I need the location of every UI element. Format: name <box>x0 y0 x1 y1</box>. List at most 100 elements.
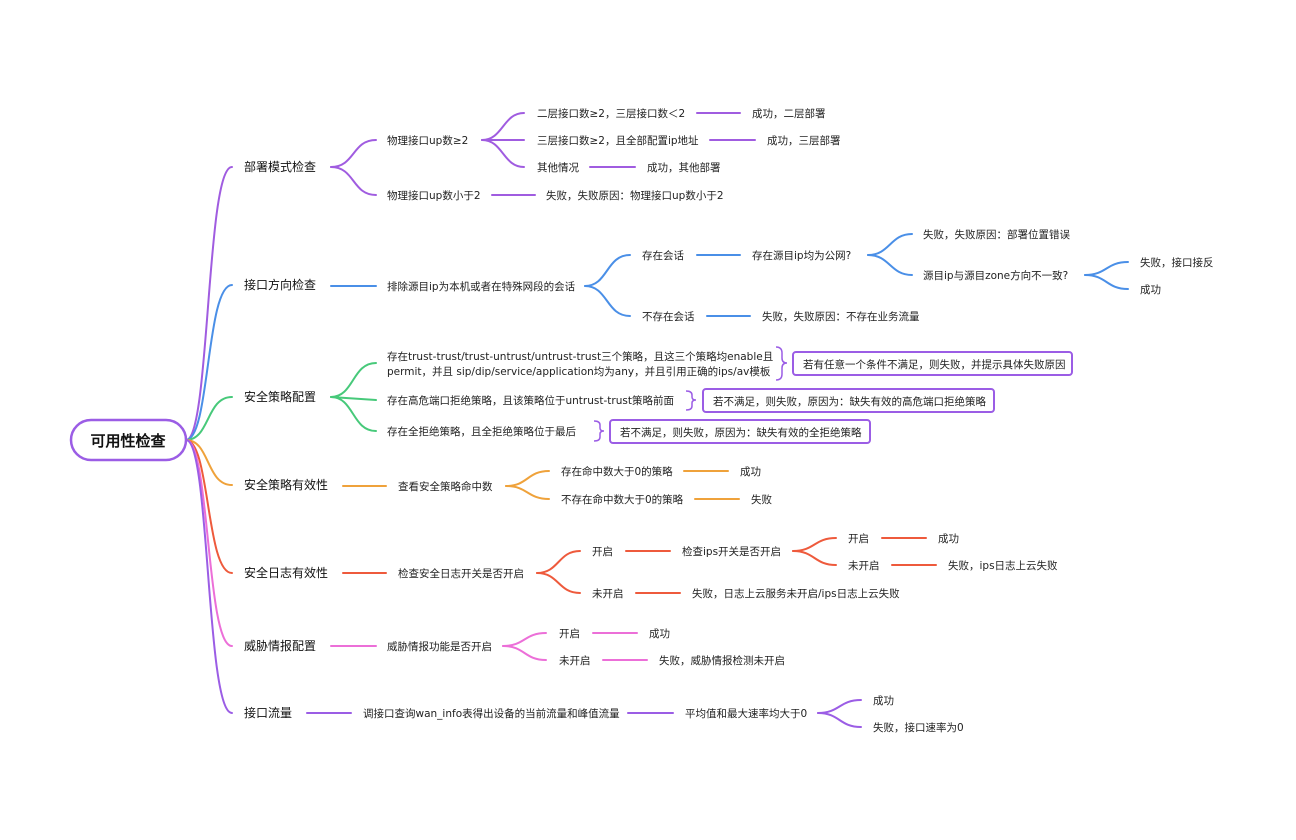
iface-dir-title[interactable]: 接口方向检查 <box>244 277 316 292</box>
policy-eff-hit[interactable]: 存在命中数大于0的策略 <box>561 465 673 478</box>
deploy-phys-lt2-result[interactable]: 失败，失败原因：物理接口up数小于2 <box>546 189 724 202</box>
connector-root-policy-cfg <box>185 396 233 441</box>
log-eff-on[interactable]: 开启 <box>592 545 613 558</box>
connector-policy-p3 <box>330 396 377 432</box>
connector-ips-off <box>792 550 837 566</box>
policy-eff-hit-result[interactable]: 成功 <box>740 466 761 478</box>
policy-p3-note[interactable]: 若不满足，则失败，原因为：缺失有效的全拒绝策略 <box>620 426 862 439</box>
policy-p2-note-box <box>702 388 995 413</box>
policy-p1-note-box <box>792 351 1073 376</box>
traffic-condition[interactable]: 平均值和最大速率均大于0 <box>685 707 807 720</box>
connector-public-zone <box>867 254 913 276</box>
deploy-l2ge2-result[interactable]: 成功，二层部署 <box>752 107 826 120</box>
log-eff-title[interactable]: 安全日志有效性 <box>244 565 328 580</box>
policy-p3-note-box <box>609 419 871 444</box>
deploy-other-result[interactable]: 成功，其他部署 <box>647 161 721 174</box>
connector-exclude-has <box>584 254 631 287</box>
branch-traffic: 接口流量 调接口查询wan_info表得出设备的当前流量和峰值流量 平均值和最大… <box>244 695 964 734</box>
connector-check-hit <box>505 470 550 487</box>
branch-log-eff: 安全日志有效性 检查安全日志开关是否开启 开启 未开启 检查ips开关是否开启 … <box>244 532 1058 600</box>
policy-eff-title[interactable]: 安全策略有效性 <box>244 477 328 492</box>
log-eff-ips-on-result[interactable]: 成功 <box>938 533 959 545</box>
connector-deploy-phys-ge2 <box>330 139 377 168</box>
deploy-l2ge2[interactable]: 二层接口数≥2，三层接口数＜2 <box>537 107 685 120</box>
connector-root-iface-dir <box>185 284 233 441</box>
threat-on[interactable]: 开启 <box>559 627 580 640</box>
iface-zone-question[interactable]: 源目ip与源目zone方向不一致? <box>923 269 1068 282</box>
connector-policy-p1 <box>330 362 377 398</box>
connector-public-res <box>867 233 913 256</box>
branch-policy-eff: 安全策略有效性 查看安全策略命中数 存在命中数大于0的策略 不存在命中数大于0的… <box>244 465 772 506</box>
brace-p3 <box>593 420 605 442</box>
traffic-ok[interactable]: 成功 <box>873 695 894 707</box>
connector-ge2-l2 <box>481 112 525 141</box>
connector-root-log-eff <box>185 439 233 574</box>
policy-p3[interactable]: 存在全拒绝策略，且全拒绝策略位于最后 <box>387 425 576 438</box>
connector-root-traffic <box>185 439 233 714</box>
connector-root-policy-eff <box>185 439 233 486</box>
threat-title[interactable]: 威胁情报配置 <box>244 638 316 653</box>
iface-no-session-result[interactable]: 失败，失败原因：不存在业务流量 <box>762 310 920 323</box>
connector-deploy-phys-lt2 <box>330 166 377 196</box>
root-title: 可用性检查 <box>90 432 166 450</box>
policy-cfg-title[interactable]: 安全策略配置 <box>244 389 316 404</box>
deploy-l3ge2[interactable]: 三层接口数≥2，且全部配置ip地址 <box>537 134 699 147</box>
policy-p2[interactable]: 存在高危端口拒绝策略，且该策略位于untrust-trust策略前面 <box>387 394 674 407</box>
root-connectors <box>185 166 233 714</box>
connector-zone-fail <box>1084 261 1129 276</box>
branch-iface-dir: 接口方向检查 排除源目ip为本机或者在特殊网段的会话 存在会话 不存在会话 存在… <box>244 228 1214 323</box>
branch-threat: 威胁情报配置 威胁情报功能是否开启 开启 未开启 成功 失败，威胁情报检测未开启 <box>244 627 785 667</box>
policy-eff-nohit[interactable]: 不存在命中数大于0的策略 <box>561 493 684 506</box>
iface-exclude[interactable]: 排除源目ip为本机或者在特殊网段的会话 <box>387 280 576 293</box>
threat-off-result[interactable]: 失败，威胁情报检测未开启 <box>659 654 785 667</box>
threat-on-result[interactable]: 成功 <box>649 628 670 640</box>
connector-log-on <box>536 550 581 574</box>
deploy-other[interactable]: 其他情况 <box>537 161 579 174</box>
threat-check[interactable]: 威胁情报功能是否开启 <box>387 640 492 653</box>
policy-eff-check[interactable]: 查看安全策略命中数 <box>398 480 493 493</box>
connector-ge2-other <box>481 139 525 168</box>
connector-threat-off <box>502 645 547 661</box>
connector-zone-ok <box>1084 274 1129 290</box>
deploy-phys-ge2[interactable]: 物理接口up数≥2 <box>387 134 468 147</box>
connector-cond-fail <box>817 712 862 728</box>
root-node-border <box>69 418 188 462</box>
connector-threat-on <box>502 632 547 647</box>
policy-p1-note[interactable]: 若有任意一个条件不满足，则失败，并提示具体失败原因 <box>803 358 1066 371</box>
threat-off[interactable]: 未开启 <box>559 654 591 667</box>
brace-p1 <box>775 346 788 381</box>
traffic-fail[interactable]: 失败，接口速率为0 <box>873 721 964 734</box>
brace-p2 <box>685 390 697 411</box>
log-eff-ips-off-result[interactable]: 失败，ips日志上云失败 <box>948 559 1058 572</box>
policy-p1-line1[interactable]: 存在trust-trust/trust-untrust/untrust-trus… <box>387 350 773 363</box>
deploy-phys-lt2[interactable]: 物理接口up数小于2 <box>387 189 481 202</box>
policy-p1-line2[interactable]: permit，并且 sip/dip/service/application均为a… <box>387 365 771 378</box>
log-eff-ips-on[interactable]: 开启 <box>848 532 869 545</box>
deploy-title[interactable]: 部署模式检查 <box>244 159 316 174</box>
iface-public-result[interactable]: 失败，失败原因：部署位置错误 <box>923 228 1070 241</box>
log-eff-off-result[interactable]: 失败，日志上云服务未开启/ips日志上云失败 <box>692 587 900 600</box>
root-node[interactable]: 可用性检查 <box>69 418 188 462</box>
log-eff-ips-check[interactable]: 检查ips开关是否开启 <box>682 545 781 558</box>
log-eff-check[interactable]: 检查安全日志开关是否开启 <box>398 567 524 580</box>
traffic-title[interactable]: 接口流量 <box>244 705 292 720</box>
connector-root-threat <box>185 439 233 647</box>
log-eff-off[interactable]: 未开启 <box>592 587 624 600</box>
connector-cond-ok <box>817 699 862 714</box>
traffic-query[interactable]: 调接口查询wan_info表得出设备的当前流量和峰值流量 <box>363 707 620 720</box>
connector-log-off <box>536 572 581 594</box>
log-eff-ips-off[interactable]: 未开启 <box>848 559 880 572</box>
policy-eff-nohit-result[interactable]: 失败 <box>751 493 772 506</box>
policy-p2-note[interactable]: 若不满足，则失败，原因为：缺失有效的高危端口拒绝策略 <box>713 395 986 408</box>
deploy-l3ge2-result[interactable]: 成功，三层部署 <box>767 134 841 147</box>
iface-public-question[interactable]: 存在源目ip均为公网? <box>752 249 851 262</box>
iface-has-session[interactable]: 存在会话 <box>642 249 684 262</box>
iface-zone-fail[interactable]: 失败，接口接反 <box>1140 256 1214 269</box>
connector-check-nohit <box>505 485 550 500</box>
iface-zone-ok[interactable]: 成功 <box>1140 284 1161 296</box>
iface-no-session[interactable]: 不存在会话 <box>642 310 695 323</box>
branch-deploy: 部署模式检查 物理接口up数≥2 物理接口up数小于2 二层接口数≥2，三层接口… <box>244 107 841 202</box>
branch-policy-cfg: 安全策略配置 存在trust-trust/trust-untrust/untru… <box>244 346 1073 444</box>
connector-ips-on <box>792 537 837 552</box>
